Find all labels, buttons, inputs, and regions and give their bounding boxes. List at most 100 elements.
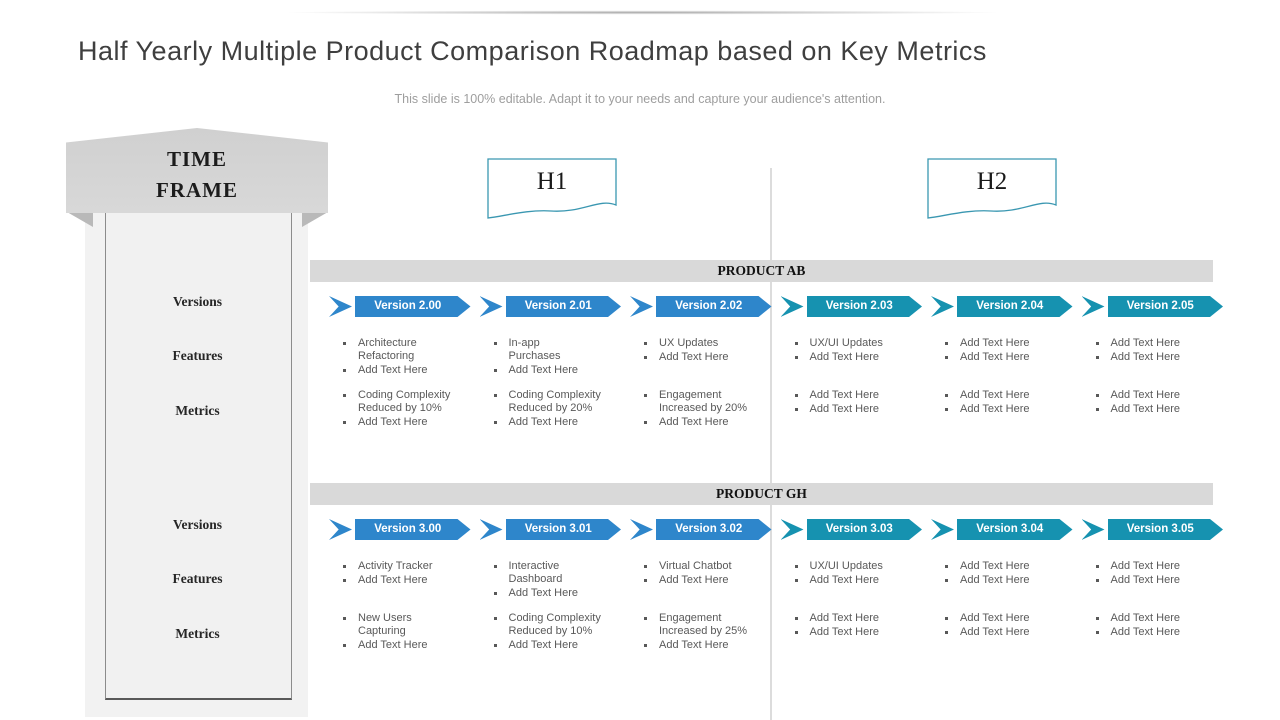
metrics-item: Add Text Here bbox=[611, 639, 763, 652]
chevron-right-icon bbox=[780, 296, 804, 317]
half-divider-line bbox=[770, 168, 772, 720]
metrics-item: Add Text Here bbox=[1063, 626, 1215, 639]
metrics-list: Engagement Increased by 25%Add Text Here bbox=[611, 612, 762, 652]
features-item: Add Text Here bbox=[1063, 337, 1215, 350]
version-banner: Version 3.04 bbox=[957, 519, 1073, 540]
metrics-list: Coding Complexity Reduced by 20%Add Text… bbox=[461, 389, 612, 429]
metrics-item: Coding Complexity Reduced by 10% bbox=[461, 612, 613, 638]
features-item: Architecture Refactoring bbox=[310, 337, 462, 363]
metrics-item: Add Text Here bbox=[762, 403, 914, 416]
chevron-right-icon bbox=[630, 519, 653, 540]
metrics-item: Coding Complexity Reduced by 20% bbox=[461, 389, 613, 415]
timeframe-row-label: Features bbox=[172, 348, 223, 363]
features-item: Add Text Here bbox=[310, 364, 462, 377]
slide-top-shadow bbox=[145, 10, 1140, 15]
features-item: Add Text Here bbox=[611, 351, 763, 364]
chevron-right-icon bbox=[1081, 296, 1105, 317]
version-label: Version 2.05 bbox=[1126, 300, 1194, 312]
metrics-item: Engagement Increased by 25% bbox=[611, 612, 763, 638]
version-label: Version 3.03 bbox=[825, 523, 893, 535]
version-banner: Version 3.03 bbox=[807, 519, 923, 540]
timeframe-label: TIME FRAME bbox=[156, 147, 238, 202]
metrics-item: Add Text Here bbox=[310, 416, 462, 429]
version-banner: Version 2.05 bbox=[1108, 296, 1224, 317]
version-arrow: Version 3.01 bbox=[461, 519, 612, 540]
metrics-item: Coding Complexity Reduced by 10% bbox=[310, 389, 462, 415]
timeframe-row-label: Versions bbox=[172, 517, 222, 532]
version-arrow: Version 2.05 bbox=[1063, 296, 1214, 317]
timeframe-fold-right bbox=[302, 212, 328, 227]
metrics-item: Add Text Here bbox=[762, 612, 914, 625]
chevron-right-icon bbox=[479, 519, 503, 540]
version-arrow: Version 2.02 bbox=[611, 296, 762, 317]
timeframe-row-label: Features bbox=[172, 571, 223, 586]
chevron-right-icon bbox=[630, 296, 653, 317]
version-arrow: Version 2.01 bbox=[461, 296, 612, 317]
features-item: In-app Purchases bbox=[461, 337, 613, 363]
metrics-item: Add Text Here bbox=[1063, 612, 1215, 625]
flag-shape bbox=[927, 158, 1057, 219]
version-arrow: Version 3.04 bbox=[912, 519, 1063, 540]
metrics-item: Add Text Here bbox=[912, 389, 1064, 402]
timeframe-row-label: Metrics bbox=[175, 403, 220, 418]
version-banner: Version 2.03 bbox=[807, 296, 923, 317]
timeframe-row-label: Versions bbox=[172, 294, 222, 309]
features-item: Virtual Chatbot bbox=[611, 560, 763, 573]
chevron-right-icon bbox=[329, 296, 352, 317]
product-header-bar: PRODUCT AB bbox=[310, 260, 1213, 282]
features-item: Add Text Here bbox=[1063, 560, 1215, 573]
metrics-item: Add Text Here bbox=[461, 639, 613, 652]
metrics-item: Add Text Here bbox=[762, 626, 914, 639]
version-label: Version 3.02 bbox=[675, 523, 743, 535]
chevron-right-icon bbox=[931, 519, 954, 540]
version-metrics-column: Engagement Increased by 20%Add Text Here bbox=[611, 389, 762, 430]
version-banner: Version 3.01 bbox=[506, 519, 622, 540]
version-label: Version 3.05 bbox=[1126, 523, 1194, 535]
product-metrics-row: Coding Complexity Reduced by 10%Add Text… bbox=[310, 389, 1213, 430]
features-item: Add Text Here bbox=[461, 587, 613, 600]
half-header-label: H2 bbox=[976, 168, 1008, 195]
features-item: Add Text Here bbox=[762, 351, 914, 364]
version-arrow: Version 3.02 bbox=[611, 519, 762, 540]
metrics-list: Coding Complexity Reduced by 10%Add Text… bbox=[461, 612, 612, 652]
features-item: Add Text Here bbox=[461, 364, 613, 377]
version-banner: Version 3.00 bbox=[355, 519, 471, 540]
version-arrow: Version 2.00 bbox=[310, 296, 461, 317]
version-banner: Version 2.04 bbox=[957, 296, 1073, 317]
features-item: Add Text Here bbox=[1063, 351, 1215, 364]
version-arrow: Version 3.03 bbox=[762, 519, 913, 540]
features-item: Interactive Dashboard bbox=[461, 560, 613, 586]
version-label: Version 2.02 bbox=[675, 300, 743, 312]
features-item: Add Text Here bbox=[912, 337, 1064, 350]
chevron-right-icon bbox=[780, 519, 804, 540]
features-item: Add Text Here bbox=[912, 574, 1064, 587]
